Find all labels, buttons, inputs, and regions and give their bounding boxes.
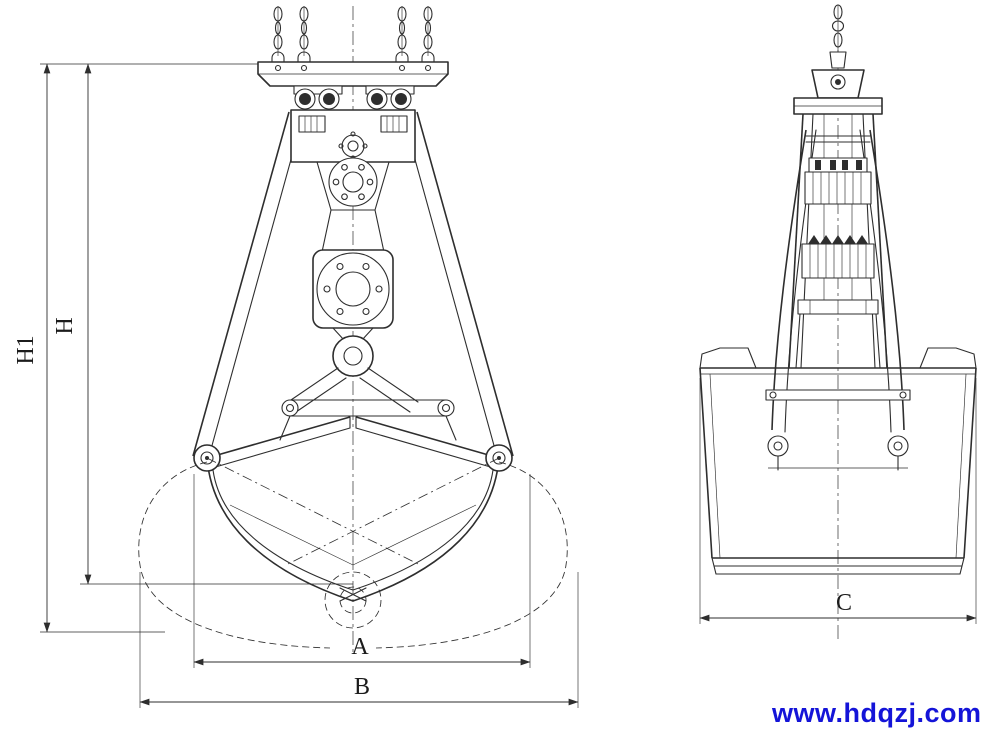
open-position-phantom xyxy=(138,457,568,649)
side-chain xyxy=(829,4,847,69)
dimension-label-h1: H1 xyxy=(13,335,39,364)
side-body-frame xyxy=(788,113,888,369)
side-view xyxy=(699,4,977,640)
side-bucket xyxy=(699,347,977,575)
watermark-url: www.hdqzj.com xyxy=(771,698,982,728)
dimension-label-a: A xyxy=(351,634,369,660)
top-traverse-beam xyxy=(257,61,449,87)
dimension-label-b: B xyxy=(354,674,370,700)
dimension-b: B xyxy=(139,572,579,708)
front-view xyxy=(138,6,568,652)
suspension-chains xyxy=(271,6,435,63)
dimension-h: H xyxy=(52,63,353,585)
main-arms xyxy=(192,111,514,461)
head-block xyxy=(290,109,416,163)
dimension-label-h: H xyxy=(52,317,78,334)
side-top-bracket xyxy=(793,69,883,115)
center-hinge-linkage xyxy=(279,327,457,441)
dimension-label-c: C xyxy=(836,590,852,616)
middle-sheave-block xyxy=(312,209,394,329)
dimension-a: A xyxy=(193,474,531,668)
upper-sheave xyxy=(316,157,390,211)
dimension-h1: H1 xyxy=(13,63,258,633)
roller-blocks xyxy=(293,85,415,110)
dimension-c: C xyxy=(699,378,977,624)
